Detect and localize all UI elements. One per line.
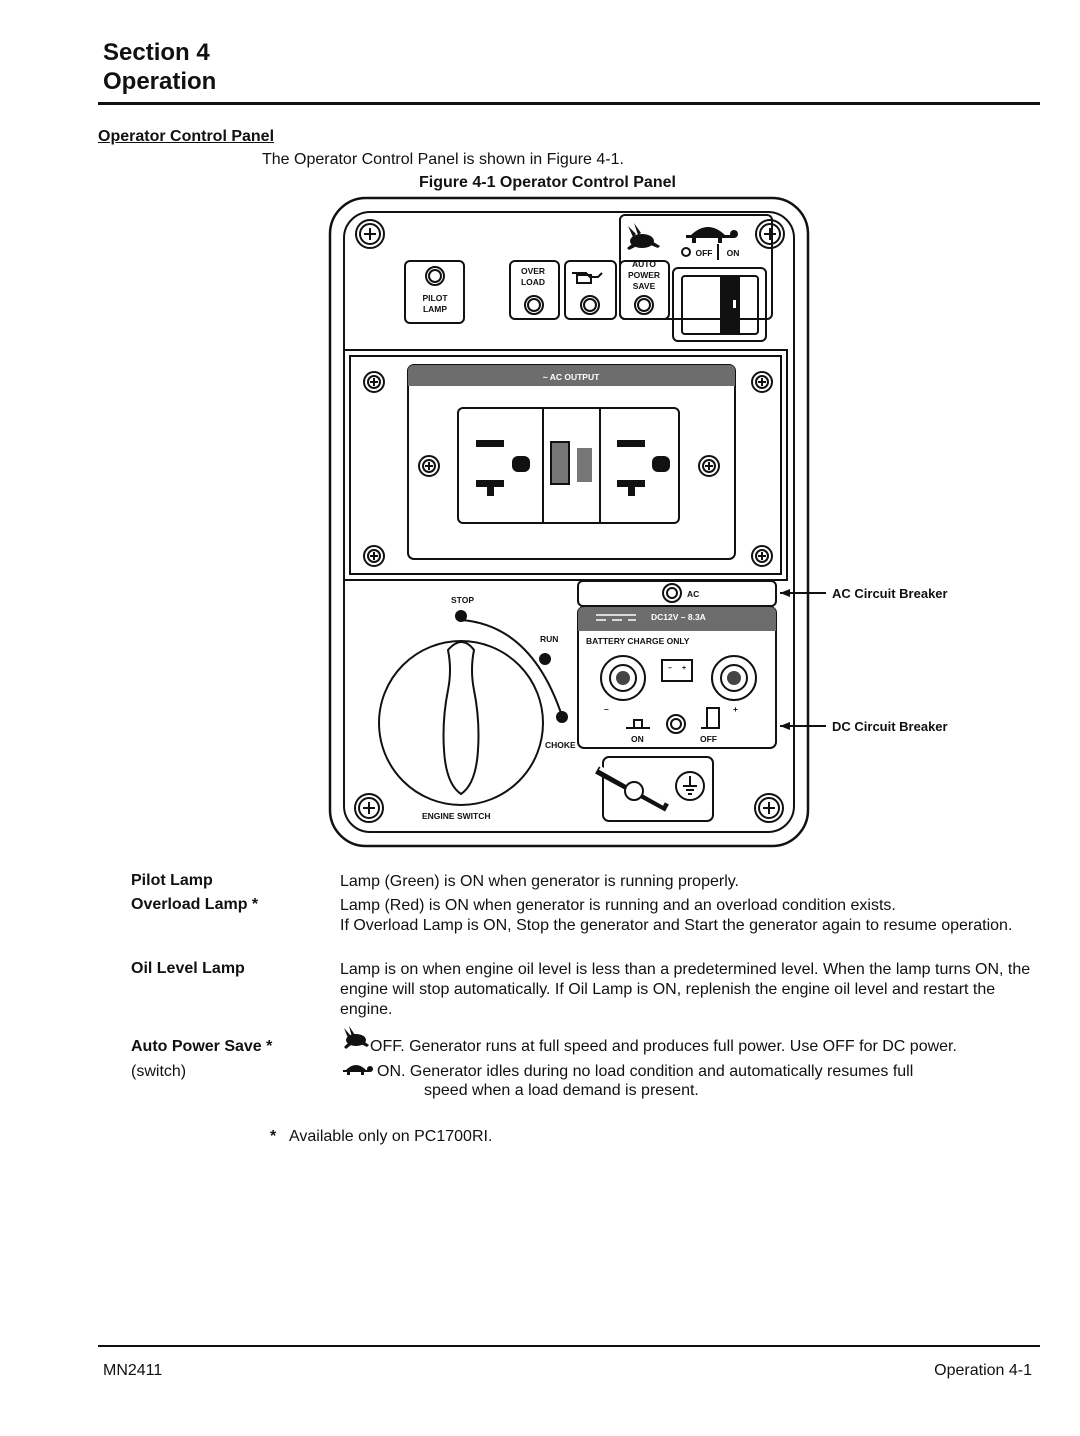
oil-lamp-box: [564, 260, 617, 320]
stop-indicator: [455, 610, 467, 622]
turtle-icon: [343, 1065, 373, 1075]
rabbit-icon: [344, 1026, 369, 1049]
auto-power-save-label: AUTO: [632, 259, 656, 269]
footnote-text: Available only on PC1700RI.: [289, 1128, 493, 1145]
panel-outer-frame: [328, 196, 810, 848]
screw-icon: [754, 793, 784, 823]
choke-indicator: [556, 711, 568, 723]
ground-terminal-box: [602, 756, 714, 822]
subheading: Operator Control Panel: [98, 128, 275, 145]
terminal-knurl: [616, 671, 741, 685]
engine-switch-arc: [461, 619, 563, 717]
ac-label: AC: [687, 589, 699, 599]
engine-switch-grip: [442, 641, 480, 796]
figure-caption: Figure 4-1 Operator Control Panel: [419, 174, 676, 191]
outlet-right: [617, 440, 670, 496]
ground-icon: [675, 771, 705, 801]
battery-charge-label: BATTERY CHARGE ONLY: [586, 636, 690, 646]
dc-rating-label: DC12V – 8.3A: [651, 612, 706, 622]
control-panel-figure: PILOT LAMP OVER LOAD AUTO POWER SAVE OFF…: [328, 196, 948, 848]
dc-terminal-negative: [600, 655, 646, 701]
overload-label: OVER: [521, 266, 545, 276]
run-indicator: [539, 653, 551, 665]
footer-doc-number: MN2411: [103, 1362, 163, 1379]
svg-text:POWER: POWER: [628, 270, 660, 280]
section-name: Operation: [103, 68, 217, 95]
dc-rating-banner: [578, 607, 776, 631]
ac-breaker-callout: AC Circuit Breaker: [832, 586, 948, 601]
choke-label: CHOKE: [545, 740, 576, 750]
desc-auto-power-save-on-2: speed when a load demand is present.: [424, 1082, 699, 1099]
stop-label: STOP: [451, 595, 474, 605]
battery-icon: [661, 659, 693, 682]
term-oil-level-lamp: Oil Level Lamp: [131, 960, 245, 977]
ac-output-banner: [408, 365, 735, 386]
receptacle-body: [457, 407, 680, 524]
svg-text:SAVE: SAVE: [633, 281, 656, 291]
svg-text:+: +: [682, 665, 686, 672]
section-number: Section 4: [103, 39, 210, 66]
dc-terminal-positive: [711, 655, 757, 701]
desc-overload-lamp-2: If Overload Lamp is ON, Stop the generat…: [340, 917, 1013, 934]
screw-icon: [363, 545, 385, 567]
term-auto-power-save-switch: (switch): [131, 1063, 187, 1080]
term-pilot-lamp: Pilot Lamp: [131, 872, 213, 889]
dc-plus-label: +: [733, 704, 738, 714]
desc-pilot-lamp: Lamp (Green) is ON when generator is run…: [340, 873, 739, 890]
auto-power-save-light: [634, 295, 654, 315]
engine-switch-knob: [378, 640, 544, 806]
term-auto-power-save: Auto Power Save *: [131, 1038, 273, 1055]
off-label: OFF: [696, 248, 713, 258]
svg-text:LOAD: LOAD: [521, 277, 545, 287]
dc-breaker-callout: DC Circuit Breaker: [832, 719, 948, 734]
screw-icon: [418, 455, 440, 477]
screw-icon: [698, 455, 720, 477]
desc-auto-power-save-off: OFF. Generator runs at full speed and pr…: [370, 1038, 957, 1055]
footer-page-number: Operation 4-1: [934, 1362, 1032, 1379]
footnote-star: *: [270, 1128, 277, 1145]
oil-lamp-light: [580, 295, 600, 315]
screw-icon: [363, 371, 385, 393]
rabbit-icon: [627, 223, 660, 250]
on-label: ON: [727, 248, 740, 258]
engine-switch-label: ENGINE SWITCH: [422, 811, 490, 821]
outlet-left: [476, 440, 530, 496]
pilot-lamp-light: [425, 266, 445, 286]
run-label: RUN: [540, 634, 558, 644]
footer-rule: [98, 1345, 1040, 1347]
screw-icon: [751, 545, 773, 567]
dc-on-label: ON: [631, 734, 644, 744]
svg-text:–: –: [668, 665, 672, 672]
dc-circuit-breaker: [666, 714, 686, 734]
screw-icon: [354, 793, 384, 823]
term-overload-lamp: Overload Lamp *: [131, 896, 259, 913]
header-rule: [98, 102, 1040, 105]
auto-power-save-switch: [672, 267, 767, 342]
intro-text: The Operator Control Panel is shown in F…: [262, 151, 624, 168]
section-title: Section 4 Operation: [103, 38, 216, 96]
dc-minus-label: –: [604, 704, 609, 714]
desc-auto-power-save-on-1: ON. Generator idles during no load condi…: [377, 1063, 914, 1080]
screw-icon: [755, 219, 785, 249]
dc-off-label: OFF: [700, 734, 717, 744]
pilot-lamp-box: [404, 260, 465, 324]
pilot-lamp-label: PILOT: [422, 293, 448, 303]
desc-overload-lamp-1: Lamp (Red) is ON when generator is runni…: [340, 897, 896, 914]
desc-oil-level-lamp: Lamp is on when engine oil level is less…: [340, 961, 1031, 1018]
turtle-icon: [686, 227, 738, 243]
overload-lamp-light: [524, 295, 544, 315]
ac-output-label: ~ AC OUTPUT: [543, 372, 600, 382]
overload-lamp-box: [509, 260, 560, 320]
screw-icon: [751, 371, 773, 393]
screw-icon: [355, 219, 385, 249]
svg-text:LAMP: LAMP: [423, 304, 447, 314]
